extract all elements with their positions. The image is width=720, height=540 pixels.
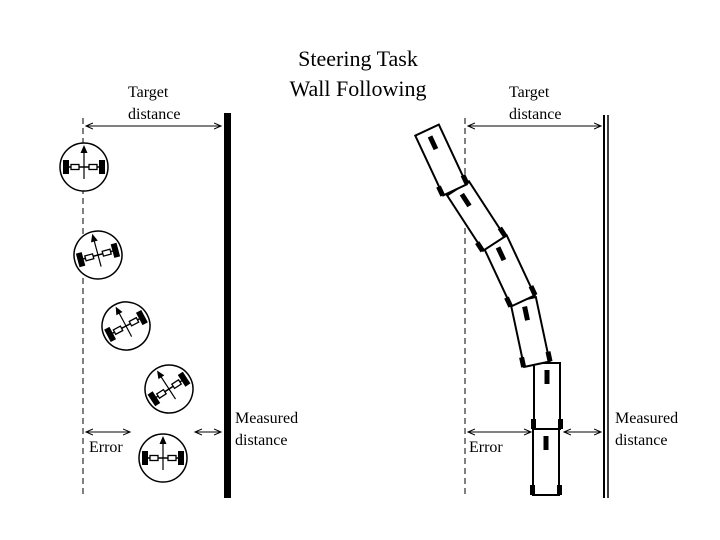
right-error-label: Error [469,439,503,456]
left-measured-label-line-2: distance [235,432,288,449]
right-measured-distance-label: Measured distance [615,408,678,452]
robot-5 [138,433,188,483]
left-target-label-line-2: distance [128,106,181,123]
car-3 [506,295,554,369]
robot-1 [59,142,109,192]
car-1 [529,428,563,496]
robot-3 [92,292,160,360]
left-target-distance-label: Target distance [128,82,180,126]
right-measured-label-line-2: distance [615,432,668,449]
car-6 [411,122,471,198]
title-line-1: Steering Task [298,46,418,71]
left-panel [59,113,231,498]
robot-4 [135,355,203,423]
car-2 [530,362,564,430]
right-panel [411,115,609,498]
right-target-label-line-1: Target [509,84,550,101]
right-target-distance-label: Target distance [509,82,561,126]
robot-2 [67,224,129,286]
diagram-title: Steering Task Wall Following [258,44,458,104]
right-target-label-line-2: distance [509,106,562,123]
left-target-label-line-1: Target [128,84,169,101]
left-wall [224,113,231,498]
right-measured-label-line-1: Measured [615,410,679,427]
left-error-label: Error [89,439,123,456]
left-measured-label-line-1: Measured [235,410,299,427]
left-measured-distance-label: Measured distance [235,408,298,452]
title-line-2: Wall Following [289,76,427,101]
